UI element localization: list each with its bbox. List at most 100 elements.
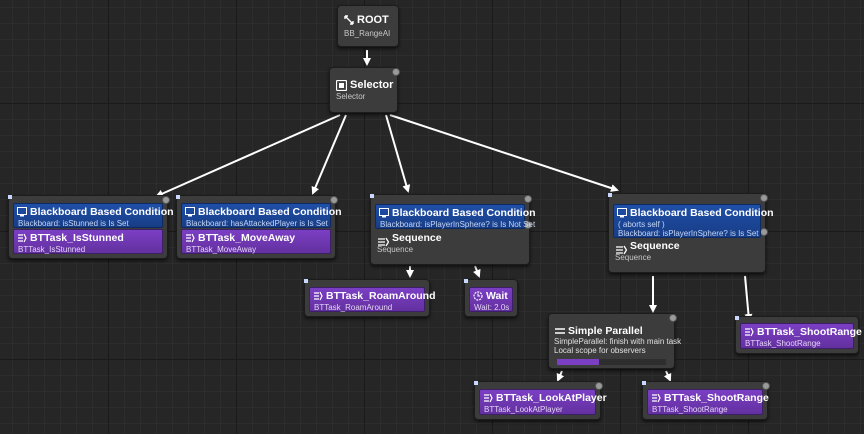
breakpoint-marker — [464, 279, 468, 283]
sequence-title: Sequence — [630, 240, 680, 252]
task-title: Wait — [486, 290, 508, 302]
decorator-title: Blackboard Based Condition — [392, 207, 536, 219]
wire-selector-attacked — [311, 114, 347, 195]
decorator-title: Blackboard Based Condition — [630, 207, 774, 219]
attacked-task[interactable]: BTTask_MoveAway BTTask_MoveAway — [181, 229, 331, 254]
parallel-line2: Local scope for observers — [554, 346, 646, 355]
roam-around-node[interactable]: BTTask_RoamAround BTTask_RoamAround — [304, 279, 436, 317]
task-icon — [483, 393, 493, 403]
branch-combat-node[interactable]: Blackboard Based Condition ( aborts self… — [608, 193, 774, 273]
wire-parallel-lookat — [556, 370, 565, 382]
task-title: BTTask_RoamAround — [326, 290, 436, 302]
roam-around-task[interactable]: BTTask_RoamAround BTTask_RoamAround — [309, 287, 436, 312]
decorator-desc: Blackboard: isPlayerInSphere? is Is Set — [618, 229, 759, 238]
task-subtitle: BTTask_MoveAway — [186, 245, 257, 254]
decorator-icon — [617, 208, 627, 218]
stunned-decorator[interactable]: Blackboard Based Condition Blackboard: i… — [13, 203, 174, 228]
look-at-player-task[interactable]: BTTask_LookAtPlayer BTTask_LookAtPlayer — [479, 389, 607, 415]
wire-selector-stunned — [155, 114, 341, 198]
root-subtitle: BB_RangeAI — [344, 29, 391, 38]
root-icon — [344, 15, 354, 25]
branch-attacked-node[interactable]: Blackboard Based Condition Blackboard: h… — [176, 195, 342, 259]
decorator-desc: Blackboard: isStunned is Is Set — [18, 219, 129, 228]
root-title: ROOT — [357, 14, 389, 26]
sequence-icon — [378, 234, 390, 247]
task-title: BTTask_IsStunned — [30, 232, 124, 244]
task-subtitle: BTTask_LookAtPlayer — [484, 405, 563, 414]
breakpoint-marker — [8, 195, 12, 199]
breakpoint-marker — [370, 194, 374, 198]
parallel-title: Simple Parallel — [568, 325, 643, 337]
shootrange-output-pin[interactable] — [762, 382, 770, 390]
look-at-player-node[interactable]: BTTask_LookAtPlayer BTTask_LookAtPlayer — [474, 381, 607, 420]
wire-parallel-shootrange — [663, 370, 672, 382]
selector-node[interactable]: Selector Selector — [329, 67, 400, 113]
decorator-icon — [17, 207, 27, 217]
wire-roam-wait — [473, 265, 481, 278]
selector-subtitle: Selector — [336, 92, 366, 101]
parallel-output-pin[interactable] — [669, 314, 677, 322]
task-icon — [313, 291, 323, 301]
stunned-task[interactable]: BTTask_IsStunned BTTask_IsStunned — [13, 229, 163, 254]
branch-roam-node[interactable]: Blackboard Based Condition Blackboard: i… — [370, 194, 536, 265]
task-title: BTTask_ShootRange — [664, 392, 769, 404]
attacked-output-pin[interactable] — [330, 196, 338, 204]
stunned-output-pin[interactable] — [162, 196, 170, 204]
wire-selector-combat — [389, 114, 619, 192]
task-icon — [17, 233, 27, 243]
task-title: BTTask_LookAtPlayer — [496, 392, 607, 404]
branch-stunned-node[interactable]: Blackboard Based Condition Blackboard: i… — [8, 195, 174, 259]
wait-task[interactable]: Wait Wait: 2.0s — [469, 287, 513, 312]
decorator-icon — [185, 207, 195, 217]
task-subtitle: BTTask_IsStunned — [18, 245, 86, 254]
task-icon — [185, 233, 195, 243]
task-subtitle: BTTask_RoamAround — [314, 303, 393, 312]
sequence-subtitle: Sequence — [615, 253, 652, 262]
combat-output-pin-2[interactable] — [760, 228, 768, 236]
decorator-title: Blackboard Based Condition — [30, 206, 174, 218]
breakpoint-marker — [642, 381, 646, 385]
wire-selector-roam — [385, 114, 411, 193]
wire-combat-shootrange — [744, 275, 753, 322]
decorator-title: Blackboard Based Condition — [198, 206, 342, 218]
selector-title: Selector — [350, 79, 394, 91]
roam-decorator[interactable]: Blackboard Based Condition Blackboard: i… — [375, 204, 536, 229]
task-title: BTTask_ShootRange — [757, 326, 862, 338]
decorator-abort: ( aborts self ) — [618, 220, 665, 229]
breakpoint-marker — [304, 279, 308, 283]
task-icon — [651, 393, 661, 403]
combat-decorator[interactable]: Blackboard Based Condition ( aborts self… — [613, 204, 774, 238]
shoot-range-right-node[interactable]: BTTask_ShootRange BTTask_ShootRange — [735, 316, 862, 354]
shoot-range-bottom-task[interactable]: BTTask_ShootRange BTTask_ShootRange — [647, 389, 769, 415]
breakpoint-marker — [474, 381, 478, 385]
parallel-background-bar — [599, 359, 666, 365]
root-node[interactable]: ROOT BB_RangeAI — [337, 5, 399, 47]
sequence-title: Sequence — [392, 232, 442, 244]
shoot-range-bottom-node[interactable]: BTTask_ShootRange BTTask_ShootRange — [642, 381, 770, 420]
breakpoint-marker — [176, 195, 180, 199]
decorator-desc: Blackboard: hasAttackedPlayer is Is Set — [186, 219, 328, 228]
task-subtitle: Wait: 2.0s — [474, 303, 510, 312]
roam-output-pin[interactable] — [524, 195, 532, 203]
attacked-decorator[interactable]: Blackboard Based Condition Blackboard: h… — [181, 203, 342, 228]
task-subtitle: BTTask_ShootRange — [745, 339, 821, 348]
decorator-desc: Blackboard: isPlayerInSphere? is Is Not … — [380, 220, 536, 229]
parallel-main-task-bar — [557, 359, 599, 365]
selector-icon — [335, 79, 348, 91]
lookat-output-pin[interactable] — [595, 382, 603, 390]
wait-node[interactable]: Wait Wait: 2.0s — [464, 279, 518, 317]
parallel-line1: SimpleParallel: finish with main task — [554, 337, 682, 346]
task-subtitle: BTTask_ShootRange — [652, 405, 728, 414]
combat-output-pin[interactable] — [760, 194, 768, 202]
task-title: BTTask_MoveAway — [198, 232, 296, 244]
parallel-icon — [555, 326, 565, 336]
sequence-icon — [616, 242, 628, 255]
decorator-icon — [379, 208, 389, 218]
shoot-range-right-task[interactable]: BTTask_ShootRange BTTask_ShootRange — [740, 323, 862, 349]
breakpoint-marker — [735, 316, 739, 320]
sequence-subtitle: Sequence — [377, 245, 414, 254]
task-icon — [744, 327, 754, 337]
simple-parallel-node[interactable]: Simple Parallel SimpleParallel: finish w… — [548, 313, 681, 369]
selector-output-pin[interactable] — [392, 68, 400, 76]
clock-icon — [473, 291, 483, 301]
